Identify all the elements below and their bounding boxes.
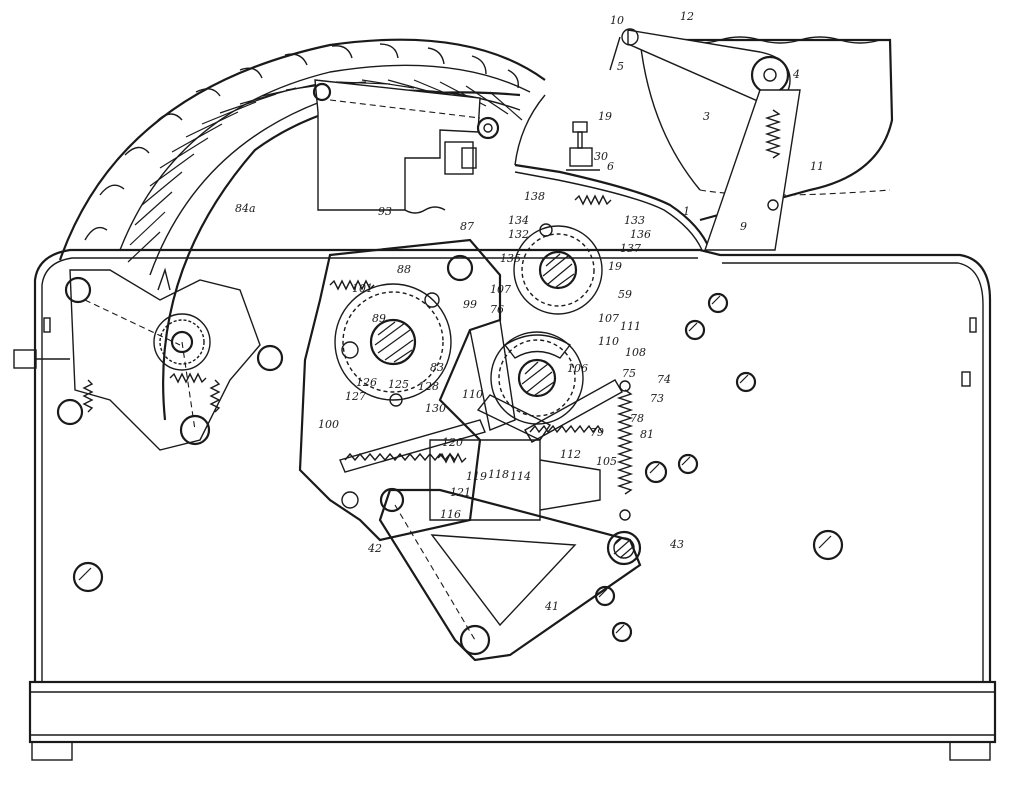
label-118: 118	[488, 468, 509, 481]
label-74: 74	[657, 373, 671, 386]
gear-19	[513, 223, 603, 315]
label-110-left: 110	[462, 388, 483, 401]
label-134: 134	[508, 214, 529, 227]
label-11: 11	[810, 160, 824, 173]
label-30: 30	[594, 150, 608, 163]
label-42: 42	[367, 542, 382, 555]
label-59: 59	[618, 288, 632, 301]
label-76: 76	[490, 303, 504, 316]
label-132: 132	[508, 228, 529, 241]
label-78: 78	[630, 412, 644, 425]
label-121: 121	[450, 486, 471, 499]
lever-41	[378, 488, 642, 662]
label-93: 93	[378, 205, 392, 218]
roll-housing	[609, 28, 894, 251]
label-108: 108	[625, 346, 646, 359]
label-5: 5	[617, 60, 624, 73]
label-116: 116	[440, 508, 461, 521]
label-89: 89	[372, 312, 386, 325]
left-mechanism	[56, 267, 284, 451]
base-plate	[28, 680, 997, 761]
label-43: 43	[669, 538, 684, 551]
label-100: 100	[318, 418, 339, 431]
label-136: 136	[630, 228, 651, 241]
label-88: 88	[397, 263, 411, 276]
label-120: 120	[442, 436, 463, 449]
label-137: 137	[620, 242, 641, 255]
label-114: 114	[510, 470, 531, 483]
label-84a: 84a	[235, 202, 256, 215]
upper-lever	[312, 79, 500, 214]
label-1: 1	[683, 205, 690, 218]
label-125: 125	[388, 378, 409, 391]
label-130: 130	[425, 402, 446, 415]
label-75: 75	[622, 367, 636, 380]
label-135: 135	[500, 252, 521, 265]
label-110-right: 110	[598, 335, 619, 348]
top-cover	[514, 94, 712, 251]
label-6: 6	[607, 160, 614, 173]
gear-89	[334, 283, 452, 407]
shafts	[72, 292, 844, 643]
label-107-upper: 107	[490, 283, 511, 296]
label-111: 111	[620, 320, 641, 333]
label-87: 87	[460, 220, 474, 233]
label-73: 73	[650, 392, 664, 405]
label-106: 106	[567, 362, 588, 375]
rack-segments	[339, 319, 623, 473]
label-101: 101	[352, 282, 373, 295]
label-41: 41	[544, 600, 559, 613]
label-126: 126	[356, 376, 377, 389]
lower-bracket	[429, 439, 601, 521]
label-19-knob: 19	[598, 110, 612, 123]
label-138: 138	[524, 190, 545, 203]
knob	[566, 121, 600, 171]
label-107-lower: 107	[598, 312, 619, 325]
label-10: 10	[610, 14, 624, 27]
reference-labels: 1 3 4 5 6 9 10 11 12 19 19 30 41 42 43 5…	[235, 10, 824, 613]
label-112: 112	[560, 448, 581, 461]
label-81: 81	[640, 428, 654, 441]
label-9: 9	[740, 220, 747, 233]
label-79: 79	[590, 426, 604, 439]
label-83: 83	[430, 361, 444, 374]
label-12: 12	[680, 10, 694, 23]
label-99: 99	[463, 298, 477, 311]
label-127: 127	[345, 390, 366, 403]
label-19-gear: 19	[608, 260, 622, 273]
label-105: 105	[596, 455, 617, 468]
label-4: 4	[792, 68, 800, 81]
label-3: 3	[703, 110, 710, 123]
gear-106	[490, 331, 584, 425]
main-housing	[13, 248, 992, 682]
label-133: 133	[624, 214, 645, 227]
label-119: 119	[466, 470, 487, 483]
label-128: 128	[418, 380, 439, 393]
springs	[329, 194, 634, 521]
